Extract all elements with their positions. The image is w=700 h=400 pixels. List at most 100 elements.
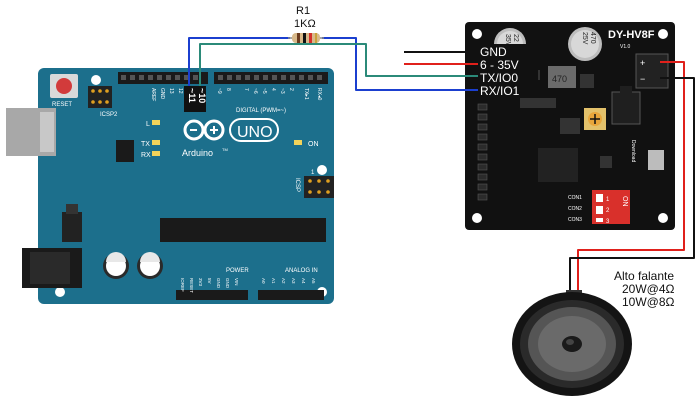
wire-green-tx	[199, 43, 478, 86]
module-hole	[472, 213, 482, 223]
uno-label: UNO	[237, 124, 273, 141]
wires	[188, 37, 695, 296]
wire-red-speaker	[577, 61, 685, 296]
pin-label-12: 12	[177, 88, 183, 94]
wire-black-speaker	[569, 77, 695, 296]
speaker-spec-1: 20W@4Ω	[622, 282, 675, 296]
power-label: POWER	[226, 268, 249, 274]
resistor-value: 1KΩ	[294, 18, 316, 30]
module-inductor	[548, 66, 576, 88]
digital-header-label: DIGITAL (PWM=~)	[236, 108, 286, 114]
svg-text:25V: 25V	[581, 32, 588, 45]
analog-pin-a0: A0	[261, 278, 266, 284]
led-rx	[152, 151, 160, 156]
resistor-band	[303, 33, 306, 43]
pin-label-tx1: TX▸1	[303, 88, 309, 100]
module-version: V1.0	[620, 44, 631, 50]
reset-label: RESET	[52, 102, 72, 108]
audio-jack-cutout	[620, 86, 632, 94]
analog-pin-a5: A5	[311, 278, 316, 284]
svg-text:35V: 35V	[504, 34, 511, 47]
icsp-pin1-label: 1	[311, 170, 315, 176]
power-pin-3v3: 3V3	[198, 278, 203, 287]
potentiometer-icon	[584, 108, 606, 130]
led-tx-label: TX	[141, 141, 150, 148]
pin-label-9: ~9	[216, 88, 222, 94]
mounting-hole	[317, 165, 327, 175]
pin-label-2: 2	[288, 88, 294, 91]
on-label: ON	[308, 141, 319, 148]
smd-component	[580, 74, 594, 88]
smd-component	[560, 118, 580, 134]
analog-pin-a3: A3	[291, 278, 296, 284]
pin-label-rx0: RX◂0	[316, 88, 322, 100]
resistor-band	[315, 33, 317, 43]
module-pin-gnd: GND	[480, 45, 507, 59]
on-led	[294, 140, 302, 145]
power-header	[176, 290, 248, 300]
pin-label-aref: AREF	[150, 88, 156, 101]
analog-label: ANALOG IN	[285, 268, 318, 274]
dip-switch-levers	[596, 194, 603, 222]
module-hole	[658, 213, 668, 223]
digital-header-pins	[121, 75, 322, 80]
arduino-logo-icon	[183, 119, 225, 141]
pin-label-13: 13	[168, 88, 174, 94]
con3-label: CON3	[568, 217, 582, 223]
icsp2-label: ICSP2	[100, 112, 118, 118]
arduino-uno-board: RESET ICSP2 AREF GND 13 12 ~11	[6, 68, 334, 304]
pin-label-gnd: GND	[159, 88, 165, 100]
speaker-label: Alto falante	[614, 269, 674, 283]
arduino-brand: Arduino	[182, 148, 213, 158]
analog-pin-a2: A2	[281, 278, 286, 284]
con2-label: CON2	[568, 206, 582, 212]
analog-header	[258, 290, 324, 300]
pin-label-5: ~5	[261, 88, 267, 94]
led-l	[152, 120, 160, 125]
wire-blue-rx	[188, 37, 290, 86]
analog-pin-a4: A4	[301, 278, 306, 284]
reset-button-cap	[56, 78, 72, 94]
micro-usb-port	[648, 150, 664, 170]
resistor-band	[297, 33, 300, 43]
pin-label-3: ~3	[279, 88, 285, 94]
capacitor-right	[137, 252, 163, 279]
capacitor-left	[103, 252, 129, 279]
svg-text:470: 470	[589, 32, 596, 44]
analog-pin-a1: A1	[271, 278, 276, 284]
module-pin-label-box	[478, 44, 538, 96]
voltage-regulator-tab	[66, 204, 78, 214]
module-capacitor-2: 470 25V	[568, 27, 602, 61]
module-name: DY-HV8F	[608, 29, 655, 41]
svg-text:22: 22	[512, 34, 519, 42]
download-label: Download	[630, 140, 636, 162]
pin-label-4: 4	[270, 88, 276, 91]
atmega-chip	[160, 218, 326, 242]
module-pin-vin: 6 - 35V	[480, 58, 519, 72]
power-pin-5v: 5V	[207, 278, 212, 284]
con1-label: CON1	[568, 195, 582, 201]
wire-blue-rx-2	[322, 37, 478, 91]
resistor-band	[309, 33, 312, 43]
smd-component	[520, 98, 556, 108]
pin-label-6: ~6	[252, 88, 258, 94]
dip-num-1: 1	[606, 197, 610, 203]
main-chip	[538, 148, 578, 182]
dip-on-label: ON	[621, 196, 628, 207]
pin-label-10: ~10	[197, 88, 207, 103]
module-pin-tx: TX/IO0	[480, 71, 518, 85]
dip-num-3: 3	[606, 219, 610, 225]
module-hole	[472, 29, 482, 39]
power-pin-ioref: IOREF	[180, 278, 185, 292]
led-l-label: L	[146, 121, 150, 128]
resistor-name: R1	[296, 5, 310, 17]
led-tx	[152, 140, 160, 145]
usb-connector-inner	[40, 112, 54, 152]
arduino-pcb	[38, 68, 334, 304]
speaker-terminal-minus: −	[640, 74, 645, 84]
module-pin-rx: RX/IO1	[480, 84, 520, 98]
led-rx-label: RX	[141, 152, 151, 159]
speaker-spec-2: 10W@8Ω	[622, 295, 675, 309]
inductor-label: 470	[552, 74, 567, 84]
